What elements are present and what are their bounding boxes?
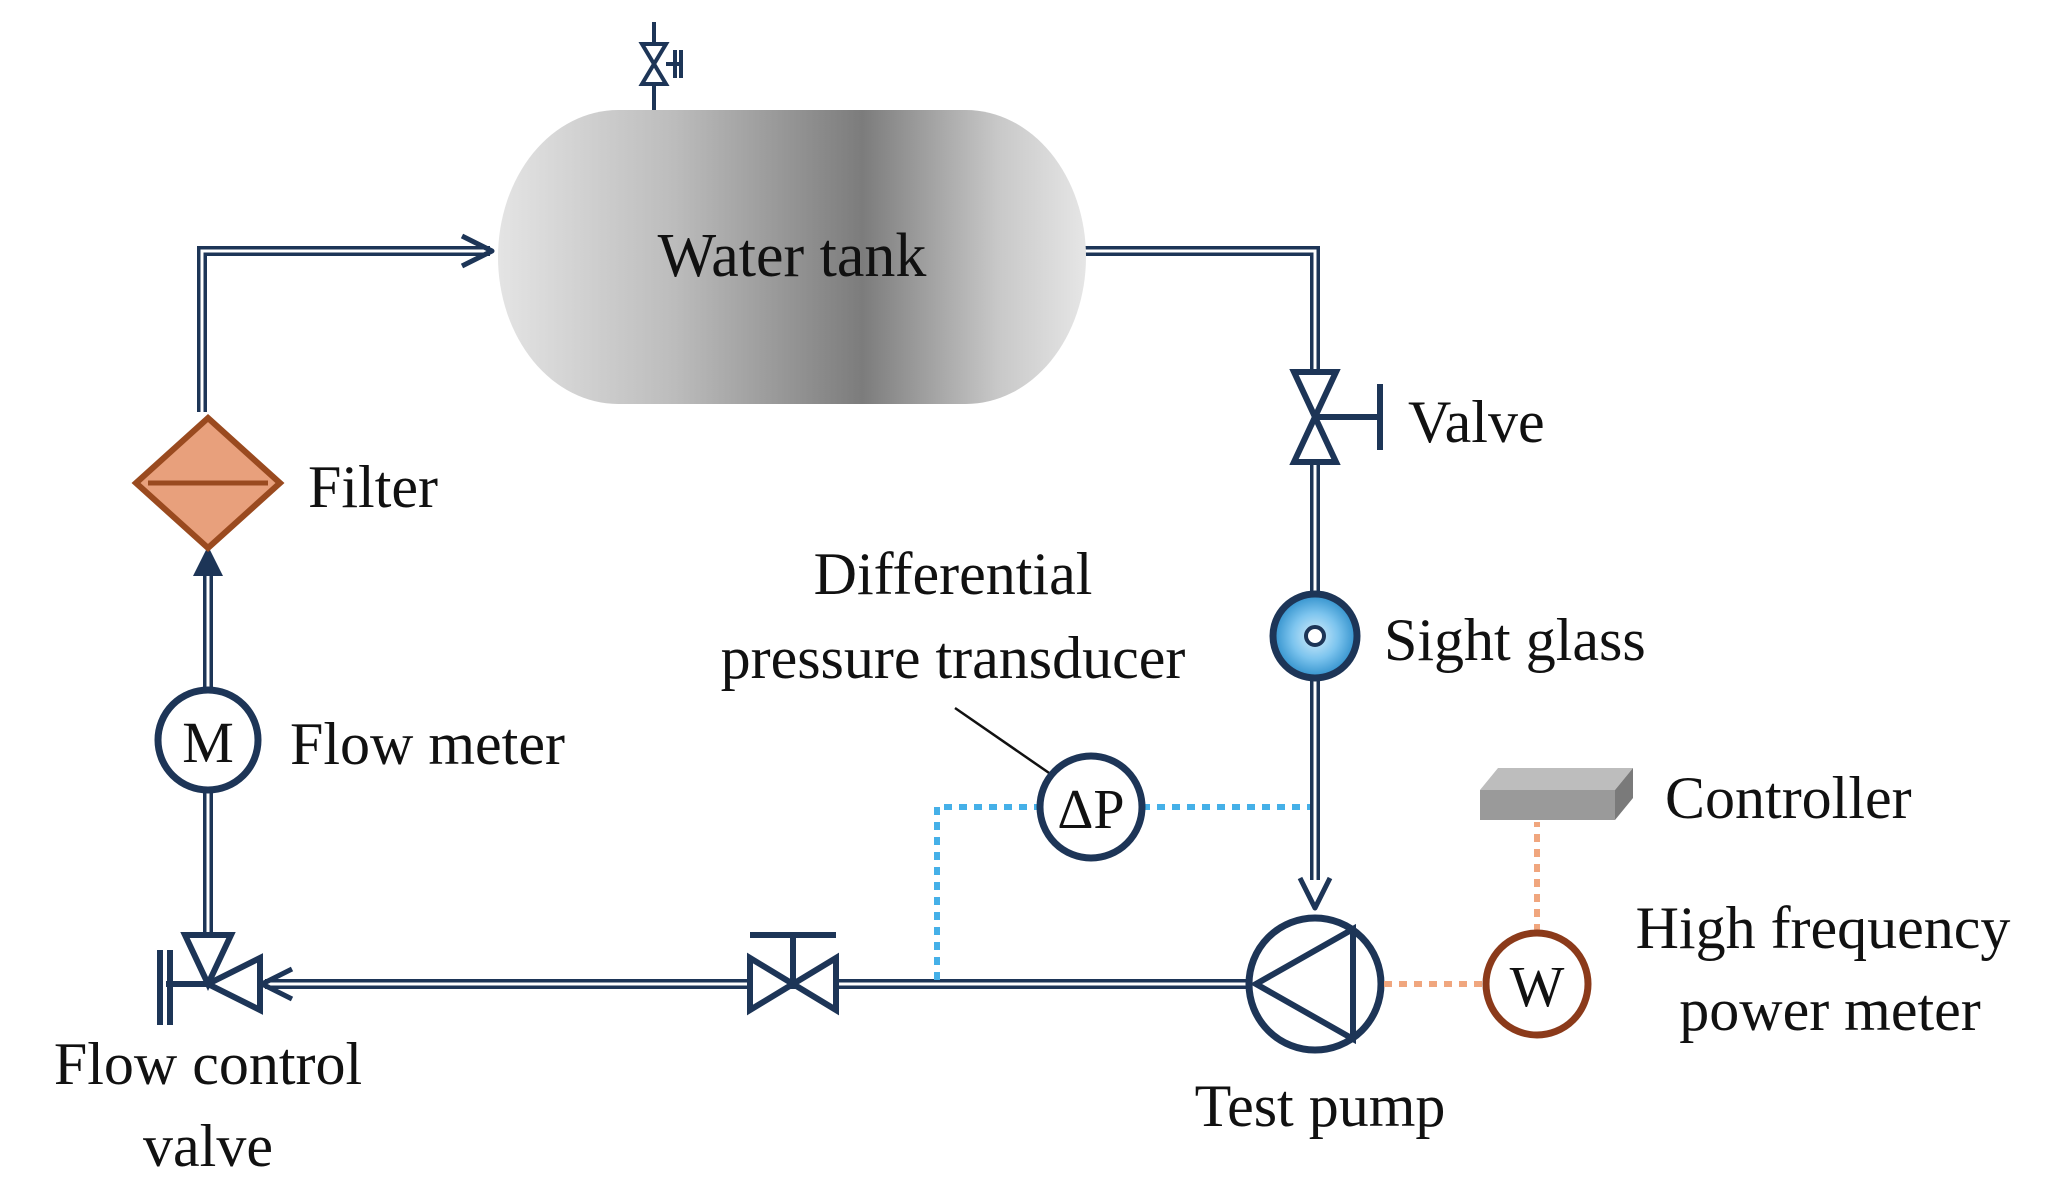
valve-icon (1289, 369, 1383, 465)
power-meter-label-line1: High frequency (1636, 895, 2011, 961)
power-meter-label-line2: power meter (1679, 977, 1981, 1043)
power-meter-symbol: W (1510, 954, 1565, 1019)
dp-transducer-symbol: ΔP (1057, 779, 1124, 841)
sight-glass-label: Sight glass (1384, 607, 1646, 673)
flow-meter-label: Flow meter (290, 711, 565, 777)
controller-label: Controller (1665, 765, 1912, 831)
dp-signal-lines (934, 804, 1310, 980)
dp-label-line1: Differential (814, 541, 1093, 607)
arrow-into-filter-icon (193, 546, 223, 576)
pipe-tank-outlet (1080, 246, 1320, 372)
water-tank: Water tank (498, 110, 1086, 404)
pipe-return-to-tank-inner (200, 249, 490, 412)
water-tank-body (498, 110, 1086, 404)
arrow-into-pump-icon (1297, 876, 1333, 911)
dp-transducer-icon: ΔP (1036, 752, 1146, 862)
power-signal-lines (1384, 822, 1540, 987)
flow-control-valve-icon (157, 932, 263, 1025)
pipe-return-to-tank (197, 246, 490, 412)
gate-valve-icon (747, 932, 839, 1016)
dp-leader-line (954, 706, 1053, 777)
power-meter-icon: W (1482, 929, 1592, 1039)
sight-glass-icon (1269, 590, 1361, 682)
flow-meter-symbol: M (182, 710, 234, 775)
pipe-tank-outlet-inner (1080, 249, 1317, 372)
filter-icon (131, 413, 285, 553)
vent-valve-icon (638, 22, 683, 110)
flow-meter-icon: M (154, 686, 262, 794)
valve-label: Valve (1408, 389, 1545, 455)
filter-label: Filter (308, 454, 438, 520)
test-pump-label: Test pump (1195, 1073, 1446, 1139)
water-tank-label: Water tank (658, 222, 927, 290)
flow-control-label-line2: valve (143, 1113, 273, 1179)
dp-label-line2: pressure transducer (721, 625, 1186, 691)
controller-icon (1480, 768, 1633, 820)
arrow-into-tank-icon (460, 233, 495, 269)
test-pump-icon (1245, 914, 1385, 1054)
flow-control-label-line1: Flow control (54, 1031, 362, 1097)
